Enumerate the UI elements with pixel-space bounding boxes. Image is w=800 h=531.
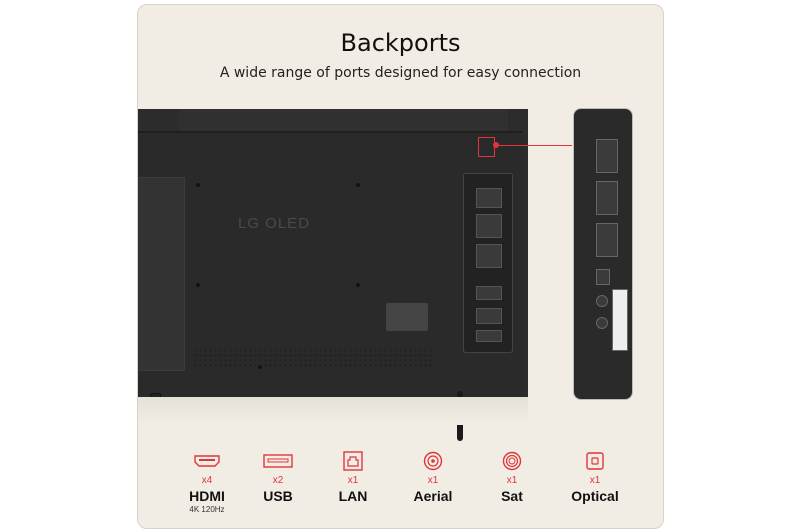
- hdmi-port-closeup: [596, 139, 618, 173]
- tv-top-lip: [178, 109, 508, 132]
- page-title: Backports: [340, 29, 461, 57]
- port-item-sat: x1 Sat: [477, 451, 547, 505]
- port-count: x2: [272, 475, 284, 486]
- port-slot: [476, 244, 502, 268]
- mount-screw: [196, 283, 200, 287]
- port-count: x4: [201, 475, 213, 486]
- hdmi-port-closeup: [596, 181, 618, 215]
- port-count: x1: [347, 475, 359, 486]
- port-item-optical: x1 Optical: [560, 451, 630, 505]
- hdmi-port-closeup: [596, 223, 618, 257]
- tv-rear-panel: LG OLED: [138, 131, 523, 441]
- port-count: x1: [427, 475, 439, 486]
- aerial-port-closeup: [596, 295, 608, 307]
- mount-screw: [356, 183, 360, 187]
- port-name: Aerial: [413, 488, 453, 504]
- port-name: USB: [263, 488, 293, 504]
- port-slot: [476, 308, 502, 324]
- lan-port-closeup: [596, 269, 610, 285]
- port-name: HDMI: [189, 488, 225, 504]
- hdmi-icon: [172, 451, 242, 471]
- port-count: x1: [589, 475, 601, 486]
- highlight-dot: [493, 142, 499, 148]
- port-item-hdmi: x4 HDMI 4K 120Hz: [172, 451, 242, 514]
- mount-screw: [196, 183, 200, 187]
- port-slot: [476, 214, 502, 238]
- lan-icon: [318, 451, 388, 471]
- rear-port-panel: [463, 173, 513, 353]
- port-list: x4 HDMI 4K 120Hz x2 USB x1 LAN x1 Aeria: [138, 451, 663, 514]
- rating-label: [386, 303, 428, 331]
- port-slot: [476, 188, 502, 208]
- highlight-box: [478, 137, 495, 157]
- highlight-connector-line: [493, 145, 572, 146]
- vent-grille: [193, 348, 433, 368]
- sat-port-closeup: [596, 317, 608, 329]
- sat-icon: [477, 451, 547, 471]
- usb-icon: [243, 451, 313, 471]
- port-item-lan: x1 LAN: [318, 451, 388, 505]
- tv-logo: LG OLED: [238, 215, 311, 232]
- tv-left-module: [138, 177, 185, 404]
- port-panel-closeup: [573, 108, 633, 400]
- port-label-strip: [612, 289, 628, 351]
- tv-back-image: LG OLED: [138, 109, 528, 441]
- port-name: LAN: [338, 488, 368, 504]
- mount-screw: [356, 283, 360, 287]
- port-name: Optical: [571, 488, 619, 504]
- tv-shadow: [138, 397, 528, 425]
- port-count: x1: [506, 475, 518, 486]
- port-slot: [476, 286, 502, 300]
- page-subtitle: A wide range of ports designed for easy …: [219, 65, 582, 81]
- backports-card: Backports A wide range of ports designed…: [137, 4, 664, 529]
- port-item-usb: x2 USB: [243, 451, 313, 505]
- port-item-aerial: x1 Aerial: [398, 451, 468, 505]
- aerial-icon: [398, 451, 468, 471]
- port-spec: 4K 120Hz: [189, 505, 225, 514]
- port-slot: [476, 330, 502, 342]
- optical-icon: [560, 451, 630, 471]
- port-name: Sat: [501, 488, 523, 504]
